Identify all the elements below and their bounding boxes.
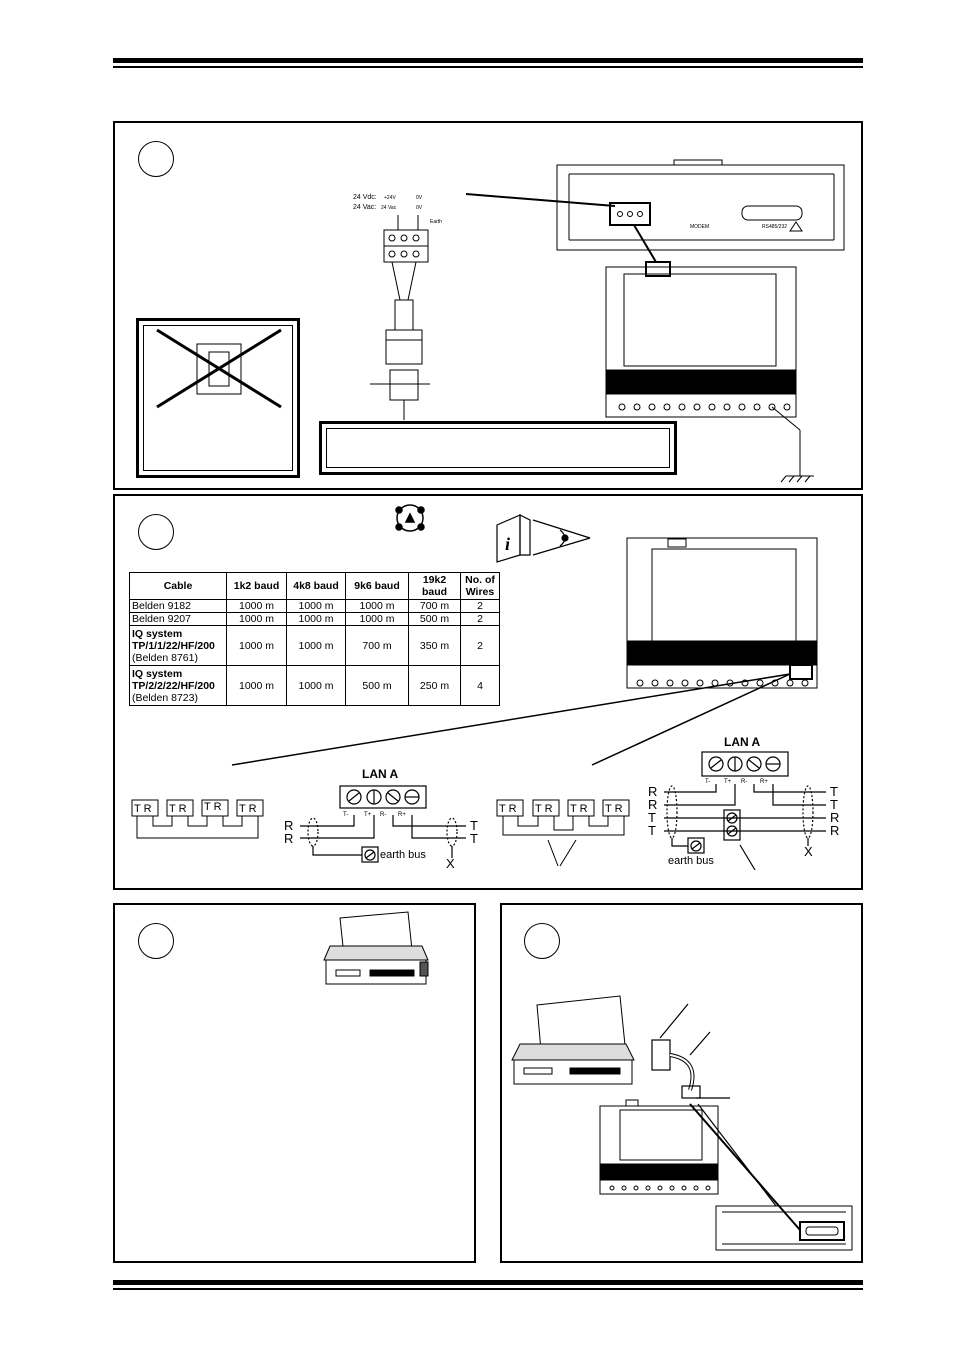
controller-unit (605, 266, 814, 483)
node-label: T R (570, 803, 588, 815)
info-book-icon: i (496, 514, 591, 563)
footer-rule-thin (113, 1288, 863, 1290)
warning-cross-box (136, 318, 300, 478)
wire-r: R (284, 818, 293, 833)
node-label: T R (535, 803, 553, 815)
col-9k6: 9k6 baud (345, 572, 409, 600)
comms-module (556, 159, 845, 251)
power-terminal-block (370, 215, 430, 420)
term-t-plus: T+ (724, 779, 732, 785)
cell-value: 1000 m (286, 625, 346, 666)
cell-value: 500 m (345, 665, 409, 706)
module-modem-label: MODEM (690, 224, 709, 230)
cable-sub: (Belden 8761) (132, 651, 198, 664)
footer-rule (113, 1280, 863, 1285)
wire-t: T (648, 823, 656, 838)
node-label: T R (204, 801, 222, 813)
cell-value: 1000 m (226, 665, 287, 706)
col-19k2: 19k2 baud (408, 572, 461, 600)
step-circle-1 (138, 141, 174, 177)
term-r-plus: R+ (398, 812, 406, 818)
wire-t: T (470, 818, 478, 833)
term-r-minus: R- (741, 779, 747, 785)
wire-r: R (648, 797, 657, 812)
term-t-plus: T+ (364, 812, 372, 818)
wire-r: R (830, 823, 839, 838)
svg-text:i: i (505, 534, 510, 554)
printer-icon (511, 995, 635, 1085)
cell-value: 1000 m (286, 665, 346, 706)
cable-sub: (Belden 8723) (132, 691, 198, 704)
earth-bus-label: earth bus (668, 855, 714, 867)
node-label: T R (169, 803, 187, 815)
printer-cable (651, 1003, 730, 1099)
controller-unit-3 (599, 1099, 719, 1195)
label-earth: Earth (430, 219, 442, 225)
label-24vdc: 24 Vdc: (353, 194, 377, 201)
cell-value: 4 (460, 665, 500, 706)
cell-value: 500 m (408, 612, 461, 626)
table-row: IQ system TP/2/2/22/HF/200 (Belden 8723)… (129, 665, 500, 706)
term-t-minus: T- (343, 812, 348, 818)
term-t-minus: T- (705, 779, 710, 785)
module-rs-label: RS485/232 (762, 224, 787, 230)
controller-unit-2 (626, 537, 818, 689)
node-chain-left (131, 799, 264, 839)
wire-r: R (830, 810, 839, 825)
wire-t: T (830, 797, 838, 812)
label-24vac-val: 24 Vac (381, 205, 397, 211)
wire-x: X (804, 844, 813, 859)
comms-module-2 (715, 1205, 853, 1251)
wire-t: T (648, 810, 656, 825)
label-0v-ac: 0V (416, 205, 423, 211)
earth-bus-label: earth bus (380, 849, 426, 861)
label-0v-dc: 0V (416, 195, 423, 201)
cable-name: IQ system TP/1/1/22/HF/200 (132, 627, 215, 652)
label-plus24v: +24V (384, 195, 396, 201)
node-label: T R (134, 803, 152, 815)
node-label: T R (499, 803, 517, 815)
lan-terminal-2wire (300, 785, 466, 863)
node-label: T R (605, 803, 623, 815)
label-24vac: 24 Vac: (353, 204, 376, 211)
step-circle-4 (524, 923, 560, 959)
cell-cable: IQ system TP/2/2/22/HF/200 (Belden 8723) (129, 665, 227, 706)
lan-a-label-left: LAN A (362, 767, 399, 781)
cell-value: 700 m (345, 625, 409, 666)
cable-length-table: Cable 1k2 baud 4k8 baud 9k6 baud 19k2 ba… (129, 572, 500, 706)
node-label: T R (239, 803, 257, 815)
col-wires: No. of Wires (460, 572, 500, 600)
network-icon (395, 504, 425, 532)
term-r-minus: R- (380, 812, 386, 818)
col-4k8: 4k8 baud (286, 572, 346, 600)
wire-t: T (470, 831, 478, 846)
term-r-plus: R+ (760, 779, 768, 785)
crossed-out-illustration (156, 328, 282, 409)
wire-t: T (830, 784, 838, 799)
header-rule-thin (113, 66, 863, 68)
step-circle-3 (138, 923, 174, 959)
lan-terminal-4wire (664, 751, 826, 871)
cell-value: 1000 m (345, 612, 409, 626)
wire-x: X (446, 856, 455, 871)
printer-icon (323, 911, 429, 985)
node-chain-right (496, 799, 630, 867)
cable-name: IQ system TP/2/2/22/HF/200 (132, 667, 215, 692)
warning-text-box (319, 421, 677, 475)
table-row: Belden 9207 1000 m 1000 m 1000 m 500 m 2 (129, 612, 500, 626)
wire-r: R (648, 784, 657, 799)
cell-value: 250 m (408, 665, 461, 706)
header-rule (113, 58, 863, 63)
wire-r: R (284, 831, 293, 846)
lan-a-label-right: LAN A (724, 735, 761, 749)
step-circle-2 (138, 514, 174, 550)
